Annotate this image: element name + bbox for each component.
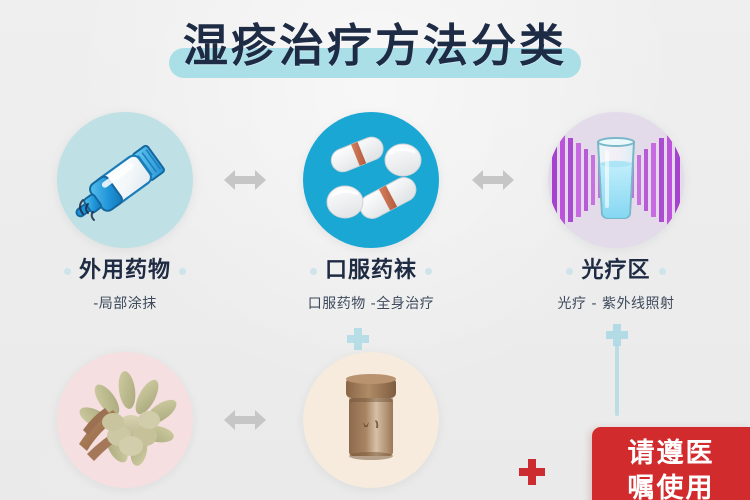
double-arrow-icon — [222, 167, 268, 193]
medical-cross-icon — [347, 328, 369, 350]
category-circle-oral[interactable] — [303, 112, 439, 248]
label-title-text: 光疗区 — [581, 258, 651, 283]
label-title-row: 口服药袜 — [276, 256, 466, 286]
secondary-circle-herbs[interactable] — [57, 352, 193, 488]
connector-phototherapy — [600, 324, 634, 420]
title-highlight-bar — [168, 48, 581, 78]
medical-cross-icon — [606, 324, 628, 346]
warning-line-2: 嘱使用 — [627, 473, 715, 500]
title-inner: 湿疹治疗方法分类 — [167, 14, 583, 78]
bullet-dot-icon — [309, 267, 317, 275]
pills-capsules-icon — [303, 112, 439, 248]
warning-banner[interactable]: 请遵医 嘱使用 — [592, 427, 750, 500]
medicine-jar-icon — [303, 352, 439, 488]
bullet-dot-icon — [425, 267, 432, 275]
label-subtitle-text: -局部涂抹 — [93, 296, 157, 312]
connector-jar — [341, 326, 375, 352]
label-subtitle-text: 口服药物 -全身治疗 — [307, 296, 435, 312]
page-title: 湿疹治疗方法分类 — [0, 6, 750, 86]
bullet-dot-icon — [63, 267, 71, 275]
label-title-row: 外用药物 — [30, 256, 220, 286]
red-cross-icon — [518, 458, 546, 486]
double-arrow-icon — [222, 407, 268, 433]
double-arrow-icon — [470, 167, 516, 193]
label-topical: 外用药物 -局部涂抹 — [30, 256, 220, 314]
label-subtitle-text: 光疗 - 紫外线照射 — [557, 296, 675, 312]
label-title-row: 光疗区 — [521, 256, 711, 286]
label-phototherapy: 光疗区 光疗 - 紫外线照射 — [521, 256, 711, 314]
label-oral: 口服药袜 口服药物 -全身治疗 — [276, 256, 466, 314]
label-title-text: 外用药物 — [78, 258, 171, 283]
chinese-herbs-icon — [57, 352, 193, 488]
uv-light-glass-icon — [548, 112, 684, 248]
bullet-dot-icon — [179, 267, 186, 275]
warning-line-1: 请遵医 — [627, 438, 715, 469]
bullet-dot-icon — [658, 267, 666, 275]
title-text: 湿疹治疗方法分类 — [182, 19, 567, 72]
bullet-dot-icon — [566, 267, 574, 275]
category-circle-phototherapy[interactable] — [548, 112, 684, 248]
label-title-text: 口服药袜 — [324, 258, 417, 283]
secondary-circle-jar[interactable] — [303, 352, 439, 488]
ointment-tube-icon — [57, 112, 193, 248]
category-circle-topical[interactable] — [57, 112, 193, 248]
